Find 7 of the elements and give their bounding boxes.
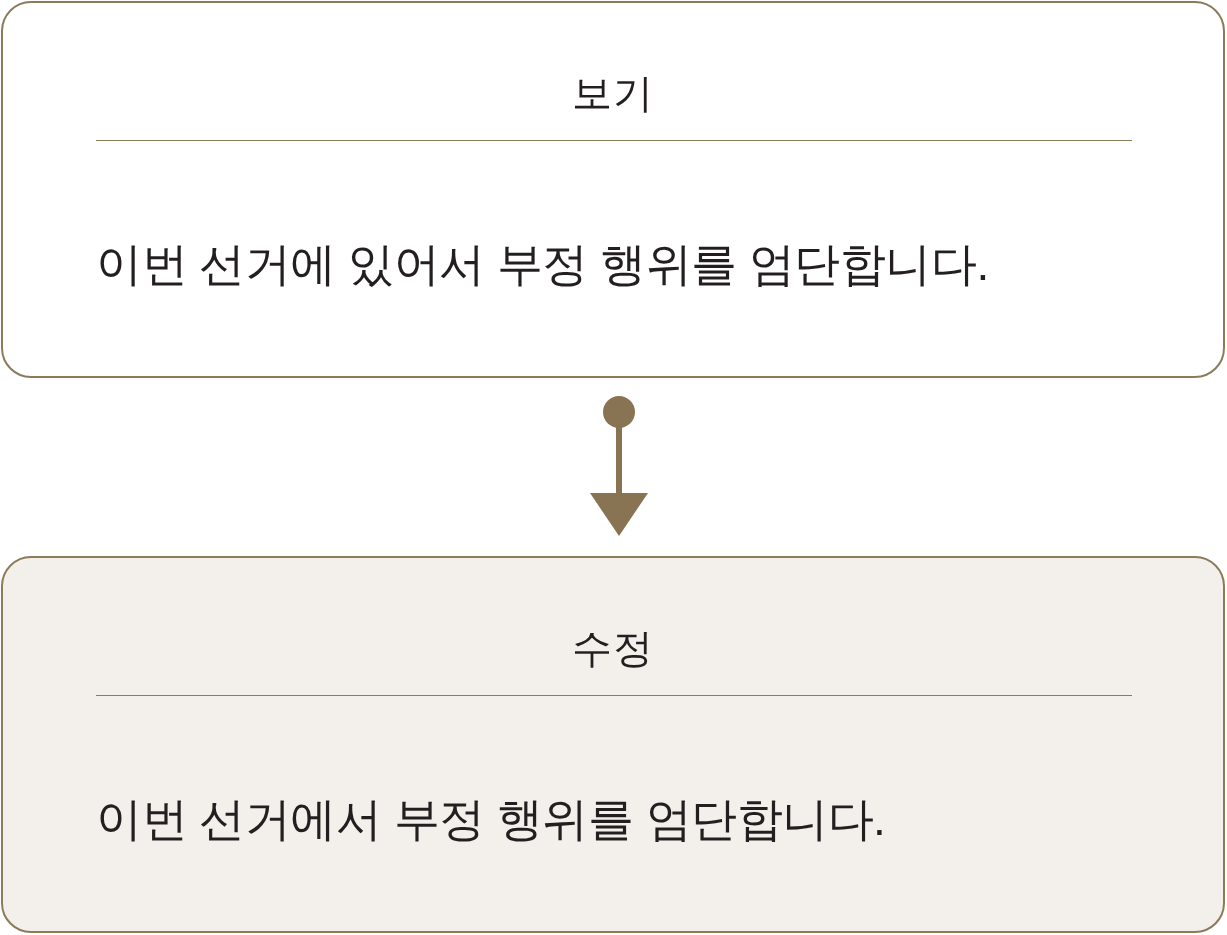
heading: 보기 — [572, 73, 654, 113]
arrow — [590, 396, 648, 536]
sentence: 이번 선거에 있어서 부정 행위를 엄단합니다. — [96, 241, 989, 287]
heading: 수정 — [572, 628, 654, 668]
sentence: 이번 선거에서 부정 행위를 엄단합니다. — [96, 796, 886, 842]
text-box — [1, 556, 1225, 933]
text-box — [1, 1, 1225, 378]
